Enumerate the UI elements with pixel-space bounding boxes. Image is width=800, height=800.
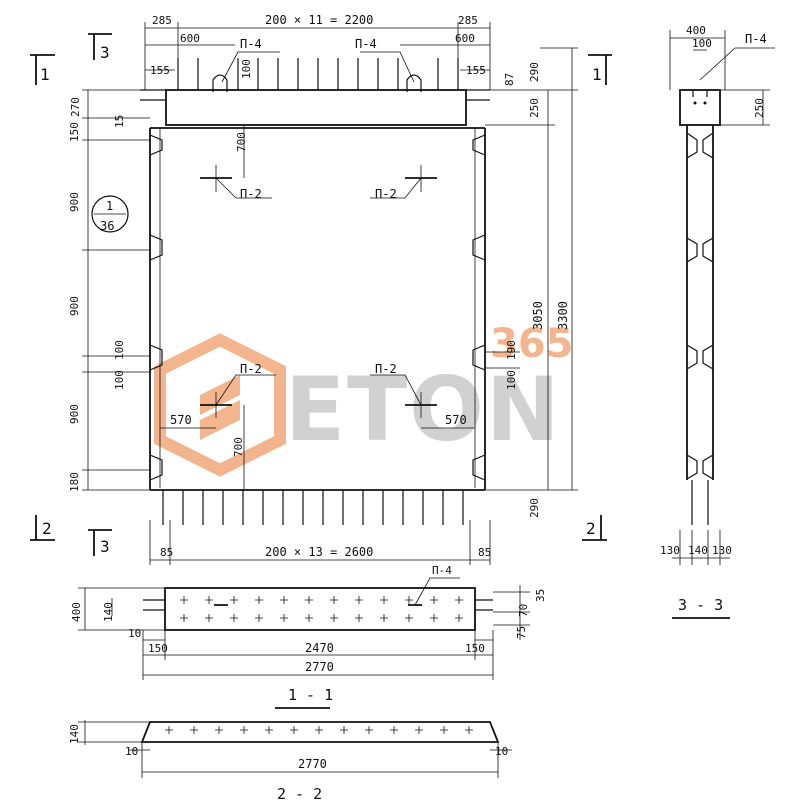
top-dim-100-left: 100 bbox=[240, 59, 253, 79]
callout-number: 1 bbox=[106, 199, 113, 213]
tag-p2-upper-left: П-2 bbox=[240, 187, 262, 201]
s33-dim-100: 100 bbox=[692, 37, 712, 50]
cut-2-left: 2 bbox=[42, 519, 52, 538]
left-dim-180: 180 bbox=[68, 472, 81, 492]
side-keys bbox=[149, 134, 486, 481]
right-dim-3300: 3300 bbox=[556, 301, 570, 330]
s11-dim-2770: 2770 bbox=[305, 660, 334, 674]
s11-title: 1 - 1 bbox=[288, 686, 333, 704]
s11-dim-150-right: 150 bbox=[465, 642, 485, 655]
cut-3-top: 3 bbox=[100, 43, 110, 62]
lifting-loop-right-icon bbox=[406, 74, 422, 92]
left-dim-150: 150 bbox=[68, 122, 81, 142]
s22-anchor-row bbox=[165, 726, 473, 734]
cut-3-bottom: 3 bbox=[100, 537, 110, 556]
left-dim-900-a: 900 bbox=[68, 192, 81, 212]
s11-dim-35: 35 bbox=[534, 589, 547, 602]
elevation-view: 285 200 × 11 = 2200 285 600 600 155 155 … bbox=[30, 13, 612, 565]
top-dim-285-right: 285 bbox=[458, 14, 478, 27]
s11-dim-140: 140 bbox=[102, 602, 115, 622]
cut-1-left: 1 bbox=[40, 65, 50, 84]
cut-1-right: 1 bbox=[592, 65, 602, 84]
s22-dim-10-right: 10 bbox=[495, 745, 508, 758]
top-dim-155-left: 155 bbox=[150, 64, 170, 77]
s11-dim-400: 400 bbox=[70, 602, 83, 622]
s22-dim-2770: 2770 bbox=[298, 757, 327, 771]
s33-dim-130-left: 130 bbox=[660, 544, 680, 557]
top-dim-87: 87 bbox=[503, 73, 516, 86]
top-dim-155-right: 155 bbox=[466, 64, 486, 77]
detail-callout: 1 36 bbox=[91, 195, 129, 233]
tag-p4-left: П-4 bbox=[240, 37, 262, 51]
bottom-dim-85-right: 85 bbox=[478, 546, 491, 559]
s33-dim-400: 400 bbox=[686, 24, 706, 37]
s22-title: 2 - 2 bbox=[277, 785, 322, 800]
left-dim-270: 270 bbox=[69, 97, 82, 117]
section-1-1: П-4 400 140 35 70 75 10 150 2470 150 277… bbox=[70, 564, 547, 709]
tag-p2-lower-right: П-2 bbox=[375, 362, 397, 376]
panel-outline bbox=[149, 127, 486, 491]
dim-570-right: 570 bbox=[445, 413, 467, 427]
panel-top-beam bbox=[165, 89, 467, 126]
s33-tag-p4: П-4 bbox=[745, 32, 767, 46]
dim-700-upper: 700 bbox=[235, 132, 248, 152]
left-dim-100-a: 100 bbox=[113, 340, 126, 360]
s11-dim-2470: 2470 bbox=[305, 641, 334, 655]
left-dim-100-b: 100 bbox=[113, 370, 126, 390]
s22-dim-10-left: 10 bbox=[125, 745, 138, 758]
right-dim-100: 100 bbox=[505, 370, 518, 390]
tag-p4-right: П-4 bbox=[355, 37, 377, 51]
dim-570-left: 570 bbox=[170, 413, 192, 427]
right-dim-3050: 3050 bbox=[531, 301, 545, 330]
section-3-3: 400 100 П-4 250 130 140 130 3 - 3 bbox=[660, 24, 775, 619]
right-dim-290-top: 290 bbox=[528, 62, 541, 82]
s11-dim-150-left: 150 bbox=[148, 642, 168, 655]
s33-dim-140: 140 bbox=[688, 544, 708, 557]
watermark: 365 ETON bbox=[154, 321, 574, 477]
section-cut-markers: 1 1 3 2 2 3 bbox=[30, 33, 612, 556]
s11-dim-75: 75 bbox=[515, 626, 528, 639]
left-dim-15: 15 bbox=[113, 115, 126, 128]
cut-2-right: 2 bbox=[586, 519, 596, 538]
s11-tag-p4: П-4 bbox=[432, 564, 452, 577]
lifting-loop-left-icon bbox=[212, 74, 228, 92]
tag-p2-upper-right: П-2 bbox=[375, 187, 397, 201]
s11-anchor-grid bbox=[180, 596, 463, 622]
top-dim-285-left: 285 bbox=[152, 14, 172, 27]
callout-sheet: 36 bbox=[100, 219, 114, 233]
s33-dim-130-right: 130 bbox=[712, 544, 732, 557]
right-dim-250: 250 bbox=[528, 98, 541, 118]
top-dim-total: 200 × 11 = 2200 bbox=[265, 13, 373, 27]
watermark-brand: ETON bbox=[285, 358, 562, 461]
top-dim-600-right: 600 bbox=[455, 32, 475, 45]
dim-700-lower: 700 bbox=[232, 437, 245, 457]
watermark-number: 365 bbox=[490, 321, 574, 367]
section-2-2: 140 10 10 2770 2 - 2 bbox=[68, 720, 512, 800]
right-dim-290-bottom: 290 bbox=[528, 498, 541, 518]
right-dim-190: 190 bbox=[505, 340, 518, 360]
s33-dim-250: 250 bbox=[753, 98, 766, 118]
tag-p2-lower-left: П-2 bbox=[240, 362, 262, 376]
s11-dim-70: 70 bbox=[517, 604, 530, 617]
top-dim-600-left: 600 bbox=[180, 32, 200, 45]
s22-dim-140: 140 bbox=[68, 724, 81, 744]
bottom-dim-total: 200 × 13 = 2600 bbox=[265, 545, 373, 559]
s33-title: 3 - 3 bbox=[678, 596, 723, 614]
left-dim-900-c: 900 bbox=[68, 404, 81, 424]
left-dim-900-b: 900 bbox=[68, 296, 81, 316]
bottom-dim-85-left: 85 bbox=[160, 546, 173, 559]
s11-dim-10: 10 bbox=[128, 627, 141, 640]
